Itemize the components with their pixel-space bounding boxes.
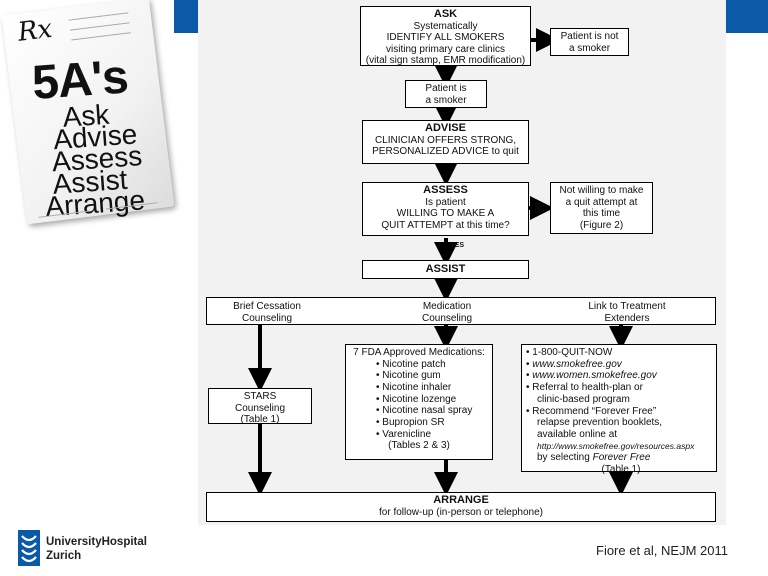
flowchart-connectors <box>248 28 633 496</box>
ask-heading: ASK <box>433 8 458 20</box>
med-item: • Nicotine lozenge <box>376 393 457 405</box>
meds-list: • Nicotine patch • Nicotine gum • Nicoti… <box>346 359 492 441</box>
university-hospital-logo-icon <box>18 530 40 566</box>
ask-line-3: visiting primary care clinics <box>386 43 505 55</box>
med-item: • Varenicline <box>376 428 432 440</box>
stars-line-3: (Table 1) <box>240 414 280 425</box>
rx-symbol: Rx <box>16 13 54 48</box>
smoker-line-1: Patient is <box>425 83 467 94</box>
stars-line-2: Counseling <box>234 402 286 414</box>
med-item: • Bupropion SR <box>376 417 445 429</box>
advise-line-1: CLINICIAN OFFERS STRONG, <box>374 134 517 146</box>
med-item: • Nicotine patch <box>376 358 446 370</box>
assess-line-2: WILLING TO MAKE A <box>396 208 495 219</box>
advise-line-2: PERSONALIZED ADVICE to quit <box>372 146 519 157</box>
arrange-heading: ARRANGE <box>433 494 489 506</box>
extenders-list: • 1-800-QUIT-NOW • www.smokefree.gov • w… <box>526 347 716 476</box>
advise-heading: ADVISE <box>425 122 466 134</box>
extender-select: by selecting Forever Free <box>537 452 651 464</box>
med-item: • Nicotine nasal spray <box>376 405 473 417</box>
option-medication-line-2: Counseling <box>421 312 473 324</box>
extender-referral: • Referral to health-plan or <box>526 382 643 394</box>
assess-line-1: Is patient <box>425 196 466 208</box>
not-willing-line-3: this time <box>582 208 621 219</box>
options-bar: Brief Cessation Counseling Medication Co… <box>206 297 716 325</box>
extender-recommend: • Recommend “Forever Free” <box>526 405 657 417</box>
rx-header-lines <box>2 0 149 41</box>
not-willing-line-2: a quit attempt at <box>565 196 638 208</box>
ask-line-1: Systematically <box>413 20 478 32</box>
not-willing-box: Not willing to make a quit attempt at th… <box>550 182 653 234</box>
option-link-to-treatment: Link to Treatment Extenders <box>567 301 687 324</box>
extender-referral-cont: clinic-based program <box>537 393 630 405</box>
ask-line-2: IDENTIFY ALL SMOKERS <box>386 32 505 43</box>
rx-note-card: Rx 5A's Ask Advise Assess Assist Arrange <box>1 0 175 225</box>
meds-title: 7 FDA Approved Medications: <box>353 347 485 358</box>
rx-word-arrange: Arrange <box>44 184 146 223</box>
arrange-sub: for follow-up (in-person or telephone) <box>379 506 543 518</box>
option-brief-counseling: Brief Cessation Counseling <box>207 301 327 324</box>
meds-footer: (Tables 2 & 3) <box>388 440 450 452</box>
option-link-line-1: Link to Treatment <box>588 301 666 312</box>
assess-box: ASSESS Is patient WILLING TO MAKE A QUIT… <box>362 182 529 236</box>
assess-heading: ASSESS <box>423 184 468 196</box>
extender-site-2: • www.women.smokefree.gov <box>526 370 657 382</box>
no-label: NO <box>532 202 540 213</box>
not-willing-line-1: Not willing to make <box>559 185 644 196</box>
yes-label: YES <box>450 242 465 249</box>
option-link-line-2: Extenders <box>604 312 650 324</box>
arrange-box: ARRANGE for follow-up (in-person or tele… <box>206 492 716 522</box>
accent-bar-right <box>726 0 768 33</box>
assist-heading: ASSIST <box>425 263 466 275</box>
option-medication-counseling: Medication Counseling <box>387 301 507 324</box>
smoker-line-2: a smoker <box>425 94 467 106</box>
extenders-box: • 1-800-QUIT-NOW • www.smokefree.gov • w… <box>521 344 717 475</box>
not-smoker-line-1: Patient is not <box>560 31 619 42</box>
stars-line-1: STARS <box>243 391 277 402</box>
stars-box: STARS Counseling (Table 1) <box>208 388 312 425</box>
not-willing-line-4: (Figure 2) <box>579 219 624 231</box>
extender-url: http://www.smokefree.gov/resources.aspx <box>537 440 695 451</box>
option-medication-line-1: Medication <box>422 301 472 312</box>
med-item: • Nicotine gum <box>376 370 441 382</box>
med-item: • Nicotine inhaler <box>376 381 452 393</box>
option-brief-line-1: Brief Cessation <box>233 301 301 312</box>
assist-box: ASSIST <box>362 260 529 279</box>
citation: Fiore et al, NEJM 2011 <box>596 543 728 558</box>
extender-recommend-cont-1: relapse prevention booklets, <box>537 417 663 429</box>
assess-line-3: QUIT ATTEMPT at this time? <box>381 219 510 231</box>
option-brief-line-2: Counseling <box>241 312 293 324</box>
extender-quitline: • 1-800-QUIT-NOW <box>526 347 613 358</box>
ask-box: ASK Systematically IDENTIFY ALL SMOKERS … <box>360 6 531 66</box>
smoker-box: Patient is a smoker <box>405 80 487 108</box>
extender-table: (Table 1) <box>601 464 641 476</box>
not-smoker-box: Patient is not a smoker <box>550 28 629 56</box>
extender-recommend-cont-2: available online at <box>537 428 618 440</box>
advise-box: ADVISE CLINICIAN OFFERS STRONG, PERSONAL… <box>362 120 529 164</box>
not-smoker-line-2: a smoker <box>568 42 611 54</box>
ask-line-4: (vital sign stamp, EMR modification) <box>365 55 526 66</box>
logo-text: UniversityHospital Zurich <box>46 535 147 563</box>
logo-line-2: Zurich <box>46 550 82 562</box>
medications-box: 7 FDA Approved Medications: • Nicotine p… <box>345 344 493 460</box>
accent-bar-left <box>174 0 198 33</box>
flowchart-area: ASK Systematically IDENTIFY ALL SMOKERS … <box>198 0 726 525</box>
extender-site-1: • www.smokefree.gov <box>526 358 622 370</box>
logo-line-1: UniversityHospital <box>46 536 147 548</box>
